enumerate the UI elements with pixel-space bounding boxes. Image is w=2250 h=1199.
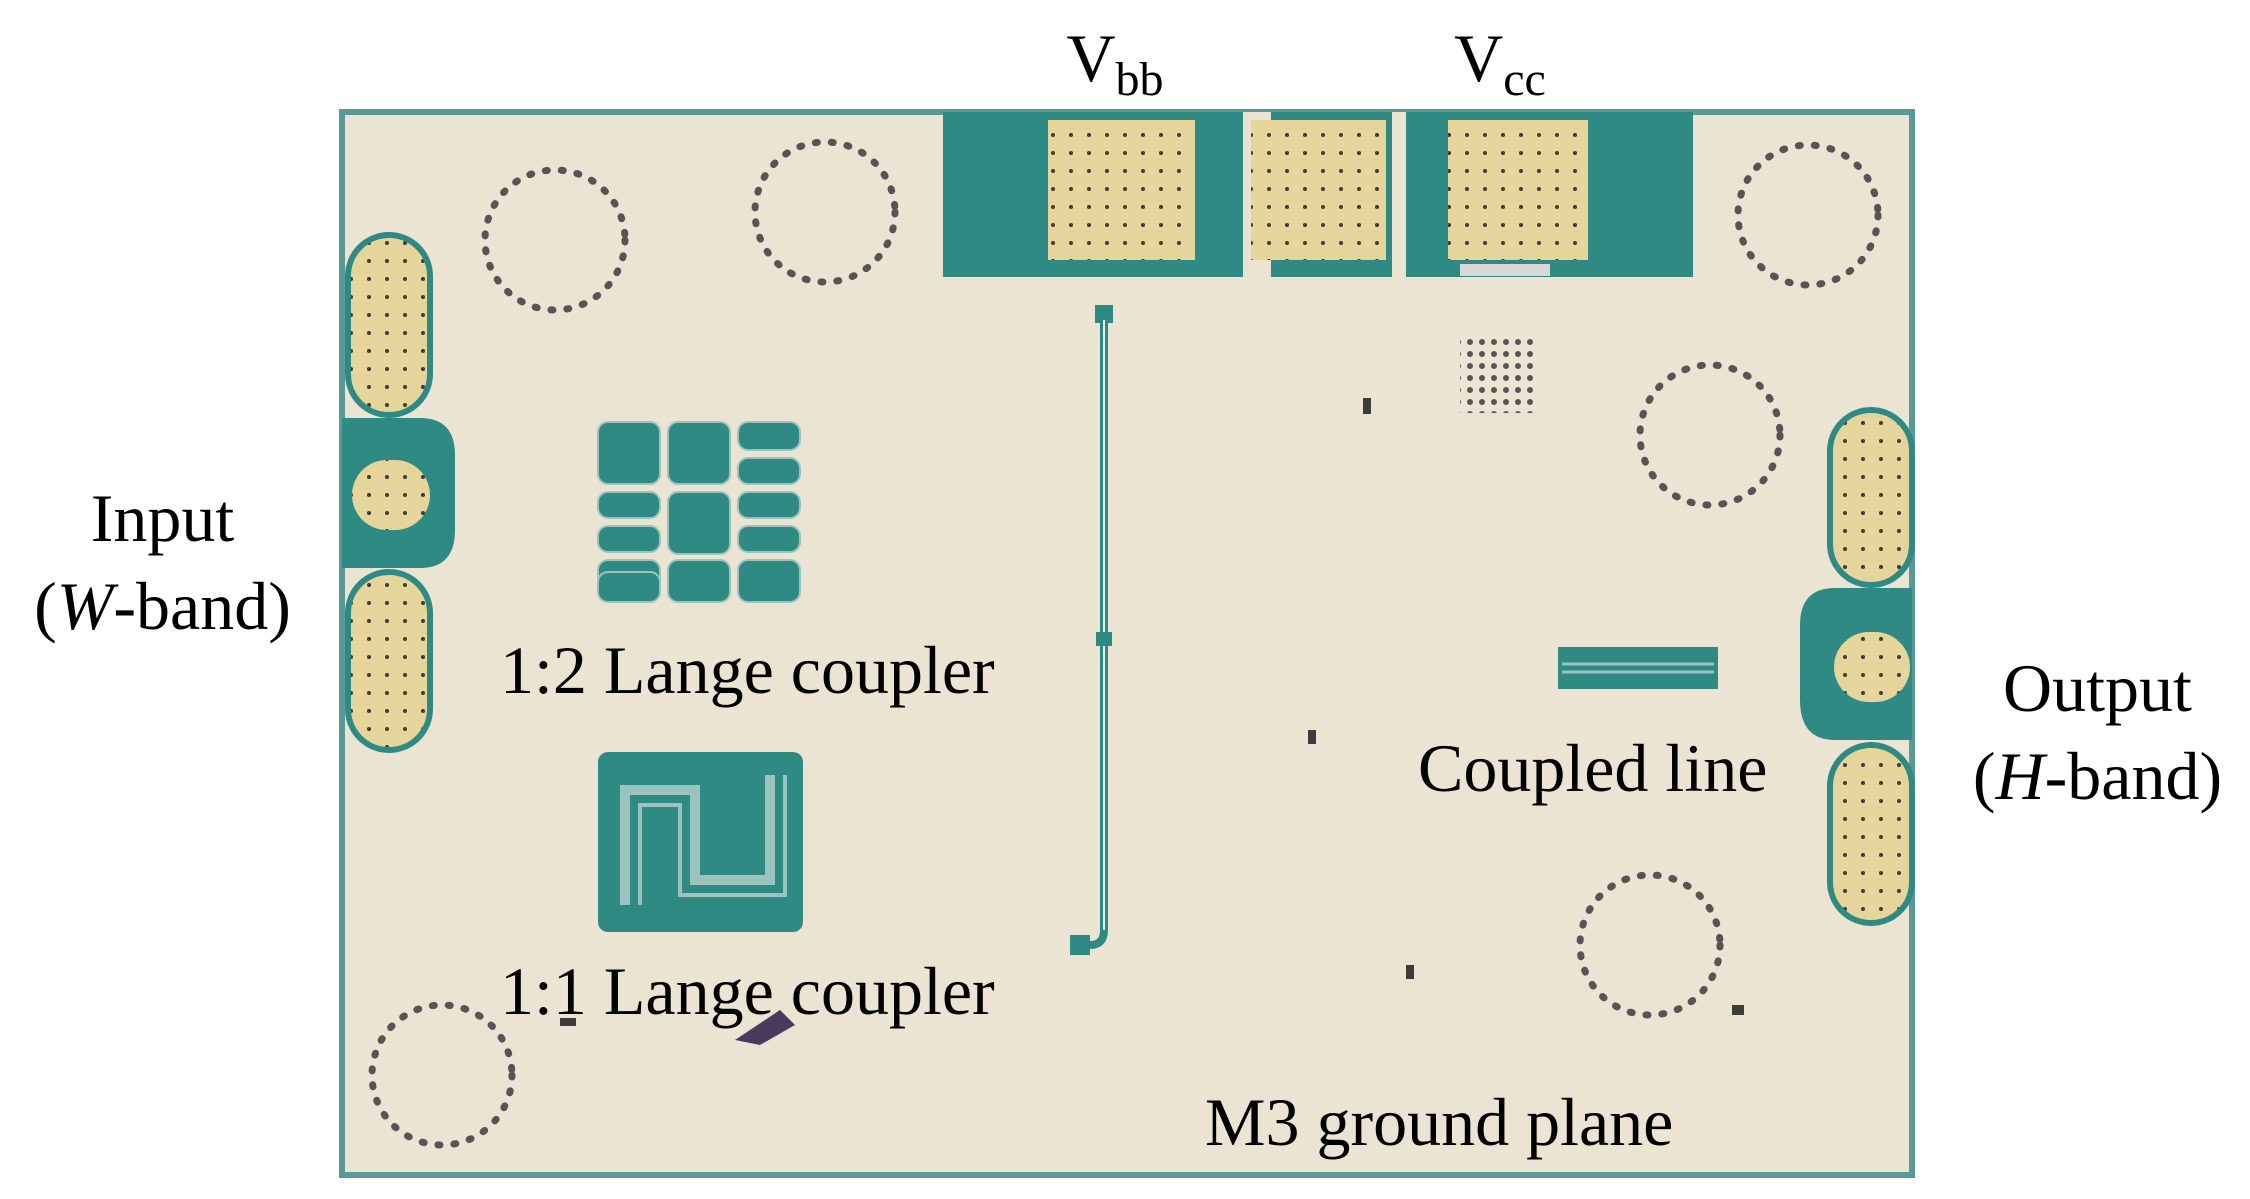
- vbb-pad: [1048, 120, 1195, 260]
- vcc-label-main: V: [1454, 20, 1504, 96]
- output-pad-top: [1827, 407, 1915, 588]
- output-pad-signal: [1834, 632, 1910, 702]
- bias-line: [1070, 305, 1113, 955]
- mid-pad: [1251, 120, 1386, 260]
- vbb-label-main: V: [1066, 20, 1116, 96]
- output-label: Output (H-band): [1945, 644, 2250, 820]
- input-pad-signal: [352, 460, 430, 530]
- ground-plane-label: M3 ground plane: [1205, 1084, 1674, 1160]
- lange-1-1-label: 1:1 Lange coupler: [500, 953, 995, 1029]
- vcc-label: Vcc: [1425, 24, 1575, 104]
- via-rings: [368, 138, 1882, 1149]
- via-grid: [1460, 335, 1538, 413]
- input-pads: [342, 232, 455, 753]
- die-substrate: [339, 109, 1915, 1178]
- input-pad-bottom: [345, 569, 433, 753]
- vbb-label: Vbb: [1040, 24, 1190, 104]
- small-marks: [560, 398, 1744, 1045]
- output-pad-bottom: [1827, 742, 1915, 926]
- output-pads: [1800, 407, 1915, 926]
- vcc-pad: [1448, 120, 1588, 260]
- output-label-line2: (H-band): [1972, 738, 2223, 814]
- input-label-line2: (W-band): [34, 568, 291, 644]
- input-label: Input (W-band): [10, 474, 315, 650]
- lange-1-2-label: 1:2 Lange coupler: [500, 632, 995, 708]
- coupled-line-element: [1558, 647, 1718, 689]
- input-pad-top: [345, 232, 433, 418]
- lange-coupler-1-2: [597, 421, 801, 603]
- dc-pad-block: [943, 112, 1693, 277]
- output-label-line1: Output: [2003, 650, 2192, 726]
- input-label-line1: Input: [90, 480, 235, 556]
- lange-coupler-1-1: [598, 752, 803, 932]
- vcc-label-sub: cc: [1503, 53, 1546, 106]
- vbb-label-sub: bb: [1115, 53, 1164, 106]
- coupled-line-label: Coupled line: [1418, 730, 1768, 806]
